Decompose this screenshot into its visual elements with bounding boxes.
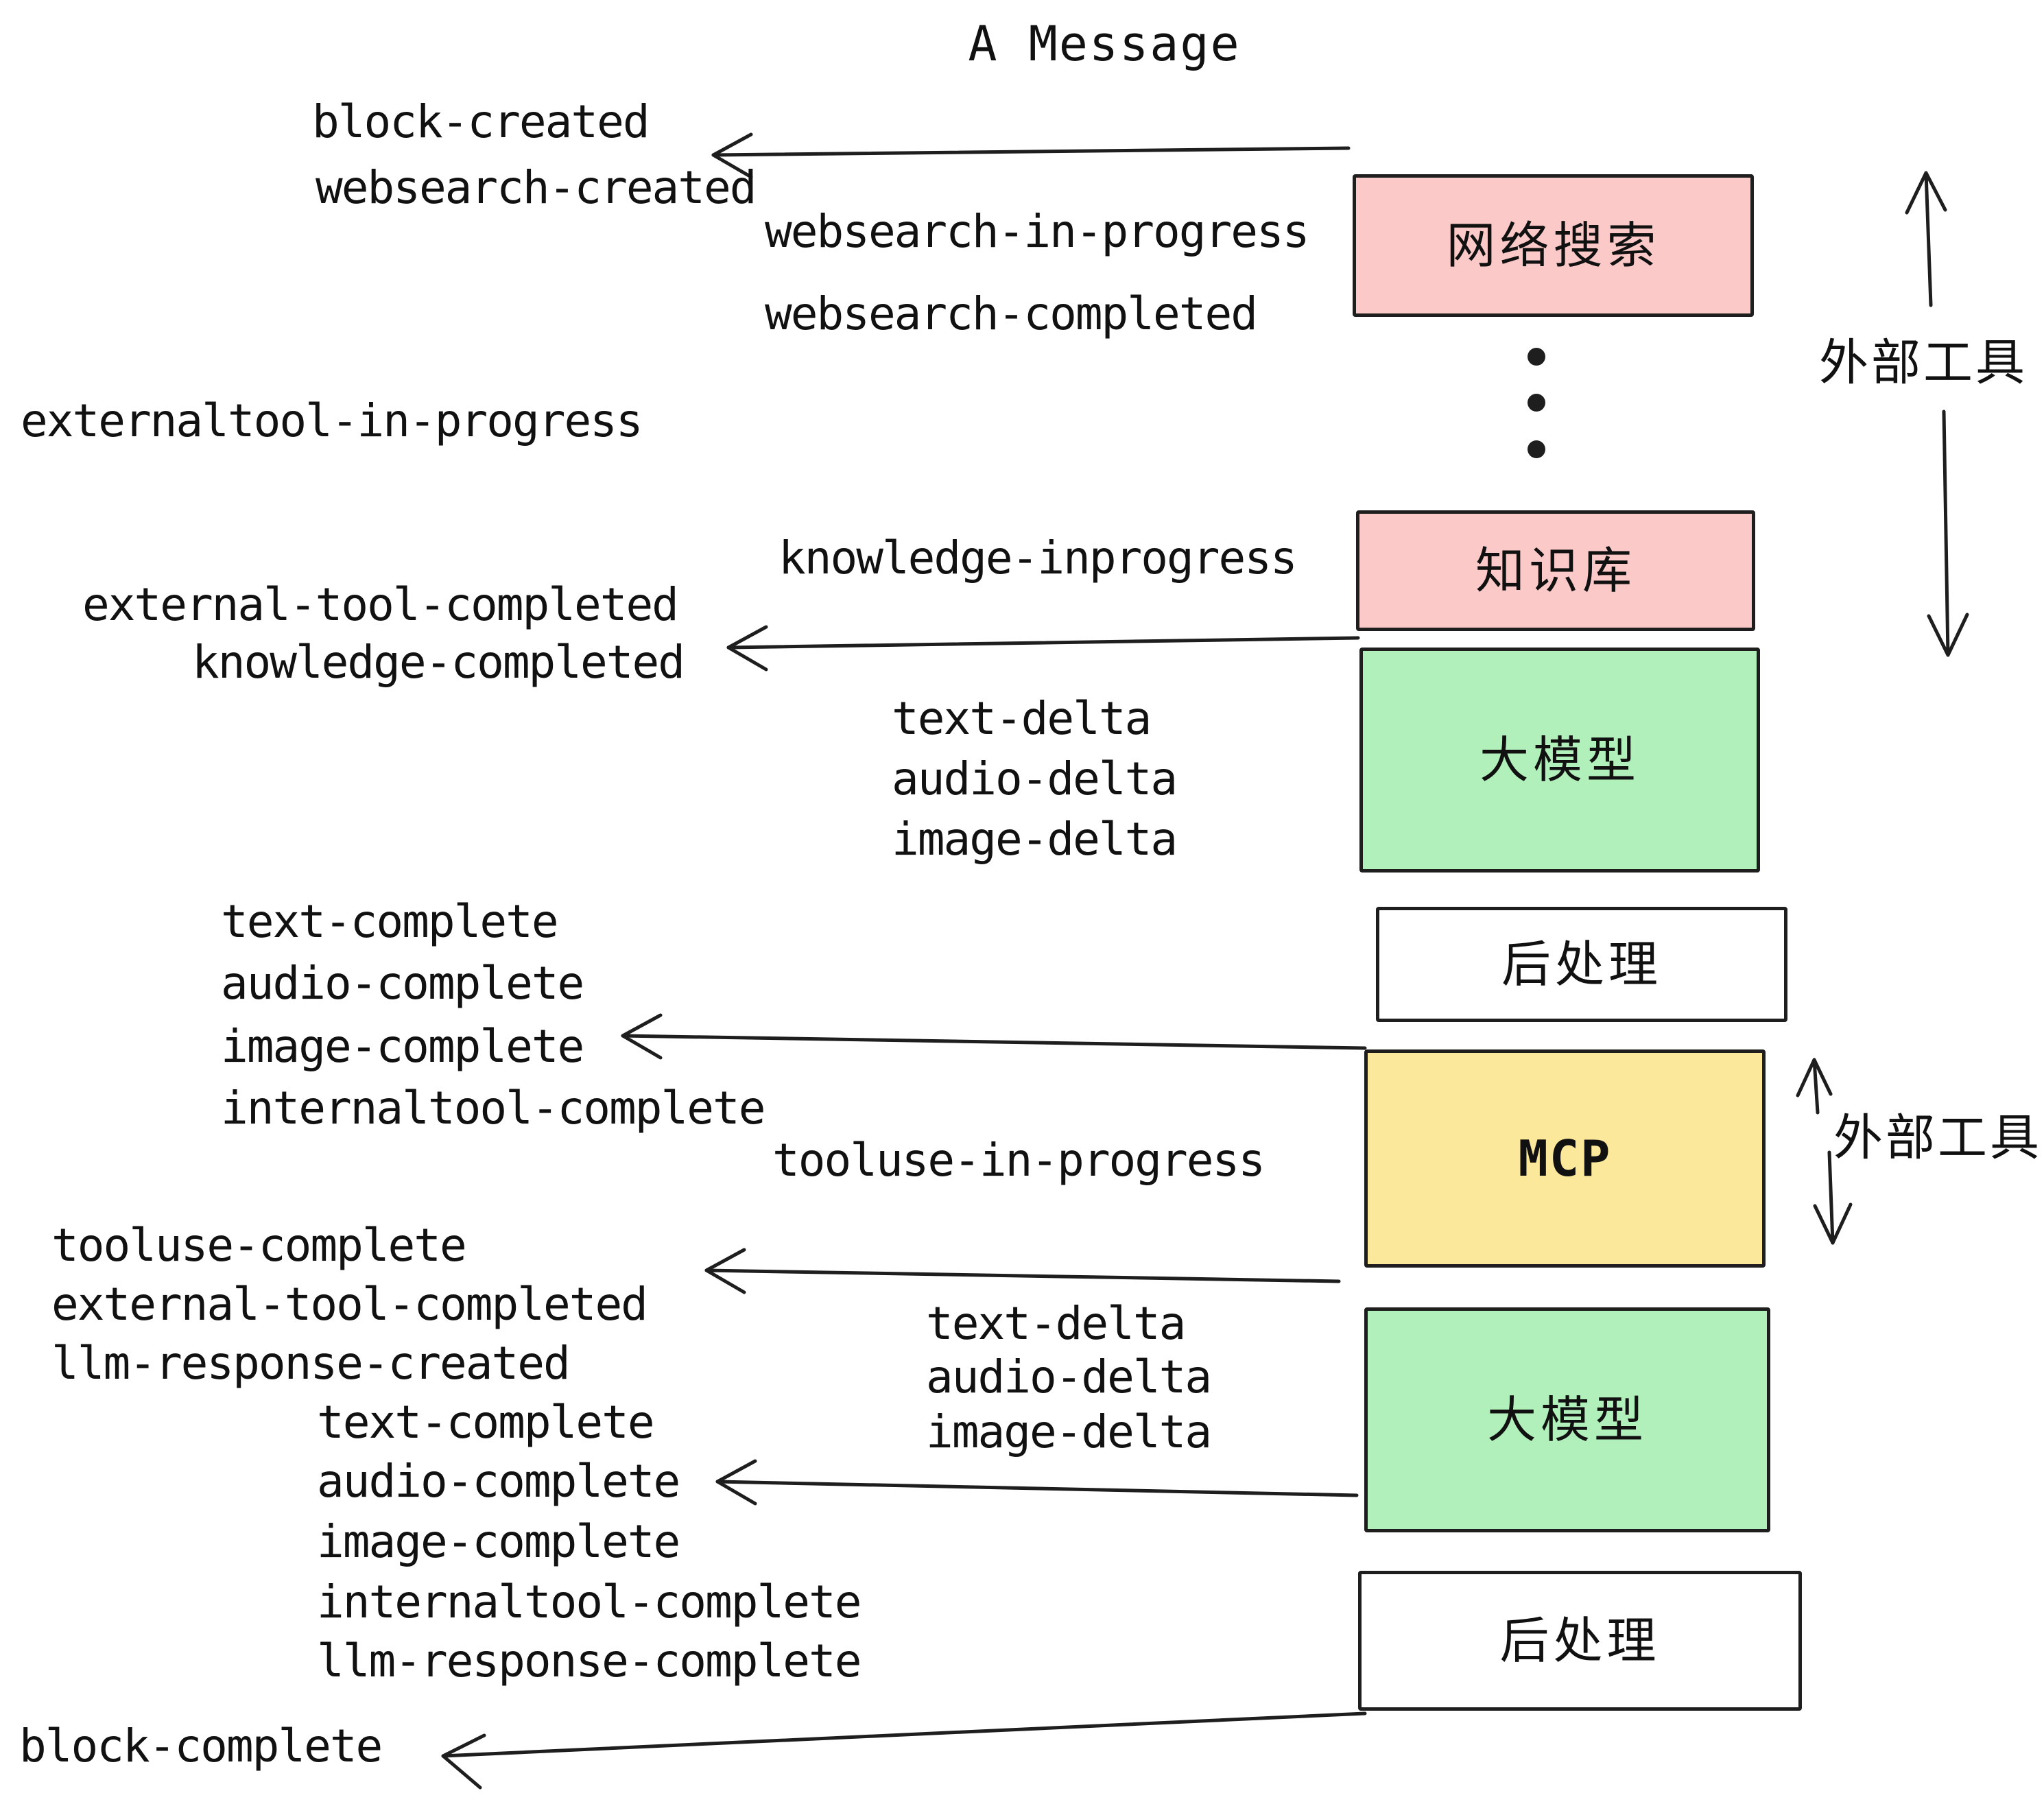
box-llm-2-label: 大模型 [1486,1391,1648,1449]
ellipsis-dot [1528,348,1545,366]
label-text-complete-2: text-complete [317,1396,655,1449]
box-knowledge-base: 知识库 [1356,510,1755,631]
arrow-llm2-complete [715,1480,1359,1497]
label-internaltool-complete-1: internaltool-complete [221,1082,765,1135]
ellipsis-dot [1528,394,1545,412]
label-block-created: block-created [312,95,650,148]
label-knowledge-completed: knowledge-completed [192,636,685,689]
box-mcp-label: MCP [1518,1130,1612,1187]
label-text-delta-2: text-delta [926,1297,1186,1350]
label-image-delta-1: image-delta [892,813,1178,866]
arrow-external-tools-down [1942,410,1950,657]
label-websearch-completed: websearch-completed [765,287,1258,340]
label-externaltool-in-progress: externaltool-in-progress [21,394,643,447]
arrow-websearch-created [711,146,1351,157]
label-tooluse-in-progress: tooluse-in-progress [772,1134,1265,1187]
box-llm-1: 大模型 [1359,648,1760,873]
label-audio-delta-1: audio-delta [892,752,1178,805]
arrowhead-internal-complete [621,1013,663,1060]
label-websearch-in-progress: websearch-in-progress [765,205,1309,258]
label-audio-delta-2: audio-delta [926,1351,1212,1403]
arrow-external-tools-up [1924,171,1933,307]
label-websearch-created: websearch-created [316,161,757,214]
arrow-block-complete [441,1711,1367,1758]
box-post-process-1: 后处理 [1376,907,1787,1022]
box-post-process-1-label: 后处理 [1501,936,1662,993]
box-llm-1-label: 大模型 [1479,731,1640,789]
arrowhead-external-tools-down [1927,613,1969,657]
arrowhead-mcp-tools-up [1796,1058,1833,1097]
box-post-process-2-label: 后处理 [1499,1612,1661,1670]
arrow-internal-complete [621,1034,1367,1050]
label-audio-complete-1: audio-complete [221,957,584,1010]
arrowhead-block-complete [441,1733,486,1790]
arrowhead-llm2-complete [715,1459,757,1506]
arrowhead-tooluse-complete [704,1248,746,1294]
arrow-knowledge-completed [726,636,1360,650]
arrowhead-knowledge-completed [726,625,768,672]
arrow-mcp-tools-down [1827,1150,1835,1245]
label-llm-response-complete: llm-response-complete [317,1635,861,1687]
box-llm-2: 大模型 [1364,1307,1770,1532]
box-web-search-label: 网络搜索 [1446,217,1661,274]
box-knowledge-base-label: 知识库 [1475,542,1636,600]
annotation-external-tools-1: 外部工具 [1819,333,2028,392]
label-text-complete-1: text-complete [221,895,559,948]
diagram-title: A Message [968,16,1241,72]
label-text-delta-1: text-delta [892,692,1152,745]
label-image-delta-2: image-delta [926,1405,1212,1458]
label-knowledge-inprogress: knowledge-inprogress [779,532,1298,584]
label-block-complete: block-complete [19,1720,383,1772]
ellipsis-dot [1528,440,1545,458]
label-external-tool-completed: external-tool-completed [82,578,679,631]
arrow-mcp-tools-up [1812,1058,1820,1115]
box-mcp: MCP [1364,1049,1766,1268]
label-tooluse-complete: tooluse-complete [51,1219,467,1272]
label-audio-complete-2: audio-complete [317,1455,680,1508]
annotation-external-tools-2: 外部工具 [1833,1108,2043,1167]
label-internaltool-complete-2: internaltool-complete [317,1576,861,1628]
arrowhead-websearch-created [711,132,753,179]
box-web-search: 网络搜索 [1353,174,1754,317]
arrowhead-mcp-tools-down [1813,1202,1853,1245]
label-llm-response-created: llm-response-created [51,1337,571,1390]
arrow-tooluse-complete [704,1268,1341,1283]
box-post-process-2: 后处理 [1358,1571,1802,1711]
label-image-complete-2: image-complete [317,1515,680,1568]
label-image-complete-1: image-complete [221,1020,584,1073]
label-external-tool-completed-2: external-tool-completed [51,1278,648,1331]
arrowhead-external-tools-up [1905,171,1947,215]
